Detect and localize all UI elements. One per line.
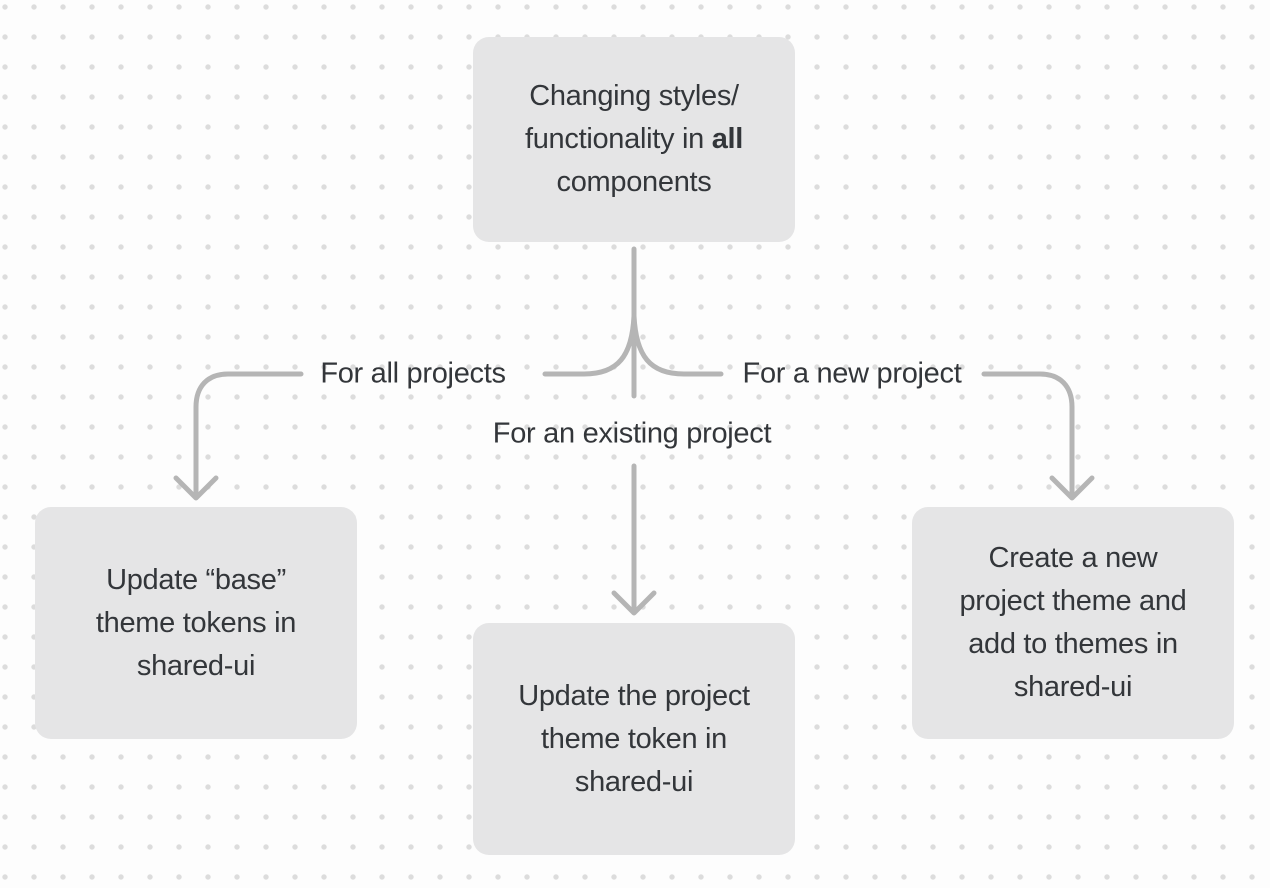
node-text-line: shared-ui	[1013, 671, 1133, 703]
node-text-line: shared-ui	[574, 765, 694, 798]
bold-all-text: all	[711, 123, 744, 155]
branch-right-elbow-line	[981, 371, 1075, 497]
node-text-line: theme tokens in	[95, 606, 297, 639]
node-text-line: shared-ui	[136, 649, 256, 682]
node-text-line: Create a new	[988, 542, 1158, 574]
node-update-project-token: Update the project theme token in shared…	[473, 623, 795, 855]
arrow-left-head-icon	[173, 475, 219, 501]
arrow-right-head-icon	[1049, 475, 1095, 501]
node-text-line: Update “base”	[106, 563, 286, 596]
node-text-line: add to themes in	[968, 628, 1178, 660]
branch-left-merge-line	[542, 313, 637, 377]
node-text-line: functionality in all	[524, 123, 744, 155]
edge-label-for-existing-project: For an existing project	[492, 417, 772, 450]
node-update-base-tokens: Update “base” theme tokens in shared-ui	[35, 507, 357, 739]
node-text-line: theme token in	[540, 722, 728, 755]
edge-label-for-all-projects: For all projects	[320, 357, 506, 390]
node-changing-styles: Changing styles/ functionality in all co…	[473, 37, 795, 242]
node-create-project-theme: Create a new project theme and add to th…	[912, 507, 1234, 739]
node-text-line: Changing styles/	[529, 80, 739, 112]
branch-left-elbow-line	[193, 371, 304, 497]
edge-label-for-new-project: For a new project	[742, 357, 962, 390]
node-text-line: Update the project	[518, 679, 750, 712]
node-text-line: components	[556, 166, 712, 198]
branch-right-merge-line	[631, 313, 724, 377]
arrow-middle-head-icon	[611, 590, 657, 616]
node-text-line: project theme and	[959, 585, 1187, 617]
